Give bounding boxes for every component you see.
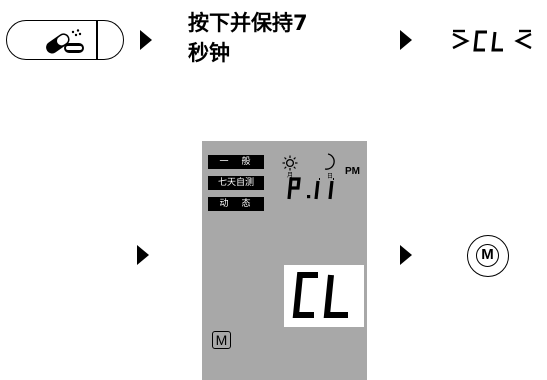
arrow-right-icon [400,245,412,265]
mode-dynamic: 动 态 [208,197,264,211]
instruction-line-1: 按下并保持7 [188,11,308,35]
blinking-cl-display [452,29,532,52]
moon-sublabel: 日 [327,173,334,180]
mode-seven-day: 七天自测 [208,176,264,190]
cl-main-display [292,272,348,318]
memory-button[interactable]: M [467,235,509,277]
lcd-display: 一 般 七天自测 动 态 月 日 PM M [202,141,367,380]
sun-icon [282,155,298,171]
pill-button[interactable] [6,20,124,60]
mode-general: 一 般 [208,155,264,169]
hold-instruction: 按下并保持7 秒钟 [188,8,308,68]
pill-button-divider [96,20,98,60]
memory-button-label: M [476,244,499,267]
pill-capsule-icon [46,29,84,54]
sun-sublabel: 月 [287,172,294,179]
memory-indicator: M [212,331,231,349]
arrow-right-icon [137,245,149,265]
arrow-right-icon [400,30,412,50]
arrow-right-icon [140,30,152,50]
pm-indicator: PM [345,166,360,177]
main-display-panel [284,265,364,327]
instruction-line-2: 秒钟 [188,41,230,65]
moon-icon [324,153,335,170]
program-number-display [287,177,334,200]
